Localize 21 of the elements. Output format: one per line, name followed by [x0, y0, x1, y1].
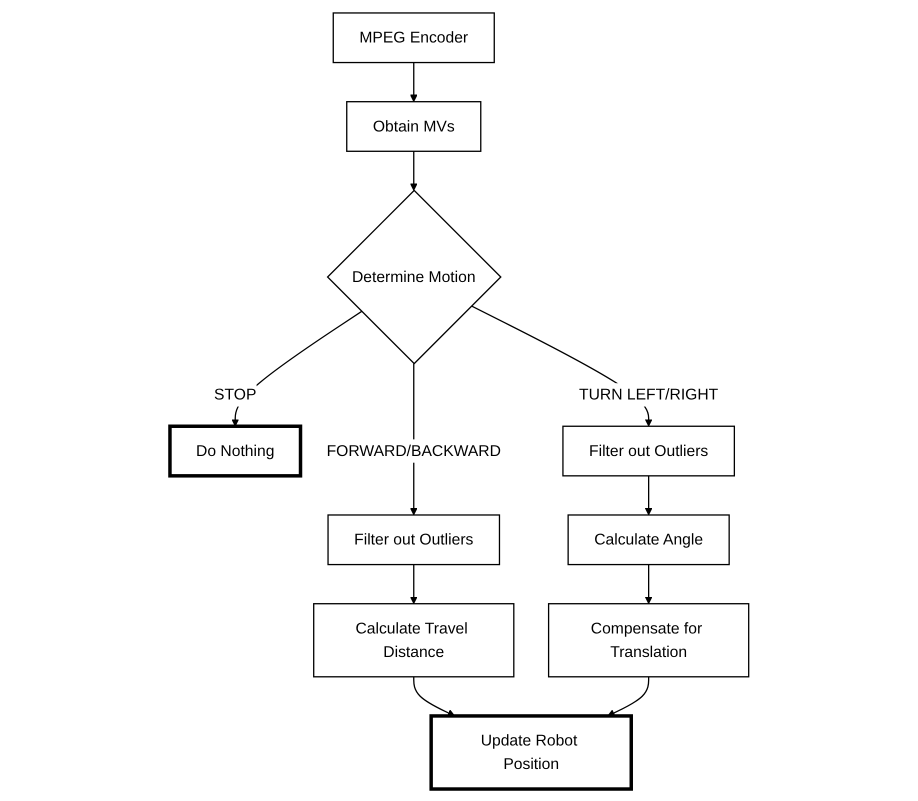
arrow [644, 564, 652, 604]
node-box [548, 602, 750, 677]
node-box [327, 514, 500, 565]
node-box [312, 602, 514, 677]
node-box [346, 100, 482, 152]
arrow [644, 475, 652, 515]
edge-label: STOP [214, 385, 256, 403]
edge-label: FORWARD/BACKWARD [326, 441, 501, 459]
arrow [412, 676, 455, 716]
edge-label: TURN LEFT/RIGHT [578, 385, 718, 403]
node-box [332, 12, 495, 63]
arrow [410, 150, 418, 190]
node-box [562, 425, 735, 476]
arrow [410, 62, 418, 102]
node-diamond [326, 189, 502, 364]
node-box [567, 514, 730, 565]
arrow [607, 676, 649, 716]
node-box [429, 714, 633, 790]
arrow [410, 564, 418, 604]
node-box [168, 424, 302, 478]
flowchart-drawing: FORWARD/BACKWARD STOP TURN LEFT/RIGHT MPEG Encoder Obtain MVs Determine Motion Filter out Outliers Do Nothing Filter out Outliers Calculate Travel Distance Calculate Angle Compensate for Translation Update Robot Position [162, 6, 756, 796]
